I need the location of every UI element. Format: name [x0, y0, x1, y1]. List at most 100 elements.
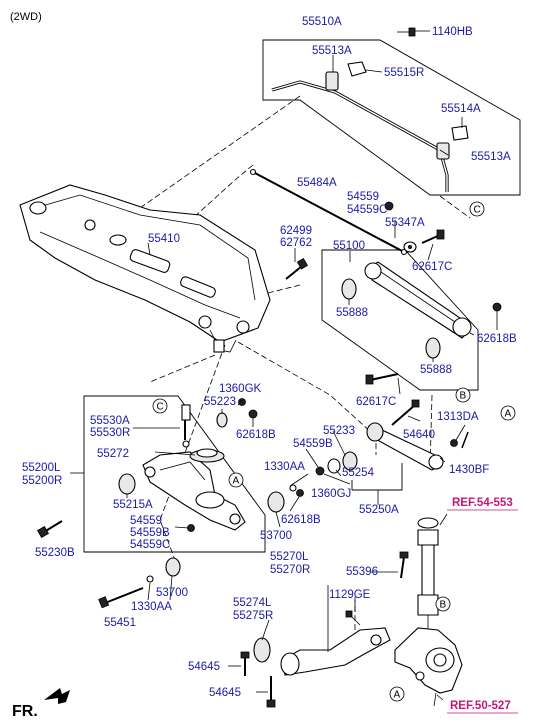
link-55530a: [181, 404, 191, 448]
label-55270r: 55270R: [270, 564, 310, 576]
label-55510a: 55510A: [302, 16, 342, 28]
label-54559c: 54559C: [347, 204, 387, 216]
washer-55254: [327, 458, 341, 474]
leader-55513a-right: [439, 149, 449, 156]
front-arrow-icon: [44, 688, 70, 704]
label-55233: 55233: [323, 425, 355, 437]
label-55530a: 55530A: [90, 415, 130, 427]
ref-50-527[interactable]: REF.50-527: [450, 700, 511, 712]
label-55254: 55254: [342, 467, 375, 479]
bushing-53700-mid: [267, 491, 285, 513]
label-55272: 55272: [97, 448, 129, 460]
label-55451: 55451: [104, 617, 136, 629]
bushing-55223: [216, 412, 228, 428]
label-55200l: 55200L: [22, 462, 61, 474]
label-62499: 62499: [280, 225, 312, 237]
svg-text:B: B: [460, 391, 467, 402]
svg-text:B: B: [440, 600, 447, 611]
bushing-55233: [342, 451, 358, 471]
bolt-54645-a: [240, 651, 250, 676]
pin-1430bf: [461, 431, 469, 449]
bushing-55888-bot: [425, 337, 441, 359]
label-1360gj: 1360GJ: [311, 488, 351, 500]
label-55223: 55223: [204, 396, 236, 408]
label-1330aa-mid: 1330AA: [264, 461, 305, 473]
label-55514a: 55514A: [441, 103, 481, 115]
spring-seat-55272: [189, 448, 225, 463]
variant-label: (2WD): [10, 11, 42, 23]
nut-62618b-right: [492, 302, 502, 330]
bolt-54645-b: [266, 676, 276, 708]
ref-54-553[interactable]: REF.54-553: [452, 497, 513, 509]
label-55250a: 55250A: [359, 504, 399, 516]
bolt-55451: [98, 587, 144, 609]
guide-dash-1: [129, 95, 301, 216]
trailing-arm-55100: [364, 261, 472, 339]
label-53700-mid: 53700: [260, 530, 292, 542]
label-1430bf: 1430BF: [449, 464, 489, 476]
stabilizer-group-box: [262, 39, 521, 196]
label-54645-b: 54645: [209, 687, 241, 699]
bolt-62617c-bot: [365, 373, 399, 385]
rod-55484a: [249, 168, 408, 256]
subframe-55410: [19, 184, 271, 353]
label-1313da: 1313DA: [437, 411, 479, 423]
label-62618b-low: 62618B: [281, 514, 321, 526]
stabilizer-bar: [271, 61, 469, 192]
nut-62618b-low: [296, 489, 304, 497]
bushing-53700-bot: [165, 557, 181, 577]
label-54640: 54640: [403, 429, 435, 441]
label-55347a: 55347A: [385, 217, 425, 229]
svg-text:A: A: [505, 409, 512, 420]
bolt-1129ge: [345, 610, 361, 626]
bolt-62617c-top: [421, 229, 445, 244]
shock-absorber: [417, 517, 439, 640]
lower-control-arm-55200: [142, 451, 246, 531]
label-62618b-right: 62618B: [477, 333, 517, 345]
control-link-55250a: [366, 422, 444, 471]
label-54559b-mid: 54559B: [293, 438, 333, 450]
label-55888-bot: 55888: [420, 364, 452, 376]
callout-labels: 55510A 1140HB 55513A 55515R 55514A 55513…: [22, 16, 517, 699]
washer-1330aa-mid: [289, 484, 297, 492]
nut-62618b-mid: [248, 409, 258, 419]
label-55410: 55410: [148, 233, 180, 245]
marker-b-knuckle: B: [435, 596, 451, 612]
bolt-55396: [399, 551, 409, 579]
nut-1360gk: [238, 398, 246, 406]
label-55530r: 55530R: [90, 427, 130, 439]
bolt-55230b: [36, 520, 63, 539]
label-62617c-bot: 62617C: [356, 396, 396, 408]
label-55484a: 55484A: [297, 177, 337, 189]
bushing-55888-top: [341, 278, 357, 300]
label-1360gk: 1360GK: [219, 383, 262, 395]
bushing-55274l: [253, 637, 271, 663]
knuckle: [394, 627, 463, 707]
label-1140hb: 1140HB: [432, 26, 473, 38]
label-55230b: 55230B: [35, 547, 75, 559]
marker-a-knuckle: A: [389, 686, 405, 702]
label-55515r: 55515R: [384, 67, 424, 79]
guide-dash-2: [439, 195, 471, 219]
front-direction-label: FR.: [12, 703, 38, 720]
marker-b-right: B: [455, 387, 471, 403]
svg-text:C: C: [157, 402, 164, 413]
guide-dash-4: [239, 284, 301, 301]
bushing-55215a: [118, 473, 136, 495]
washer-1330aa-bot: [146, 575, 154, 583]
svg-text:C: C: [474, 205, 481, 216]
nut-54559: [384, 201, 394, 211]
bolt-54640: [391, 399, 420, 426]
guide-dash-5: [149, 354, 216, 383]
nut-1313da: [450, 439, 458, 447]
leaders: [70, 30, 475, 701]
label-1129ge: 1129GE: [329, 589, 371, 601]
label-55513a-right: 55513A: [471, 151, 511, 163]
upper-arm-55270: [280, 627, 391, 676]
marker-a-arm: A: [228, 472, 244, 488]
label-62618b-mid: 62618B: [236, 429, 276, 441]
label-53700-bot: 53700: [156, 587, 188, 599]
label-54559b-lower: 54559B: [130, 527, 170, 539]
svg-text:A: A: [394, 690, 401, 701]
